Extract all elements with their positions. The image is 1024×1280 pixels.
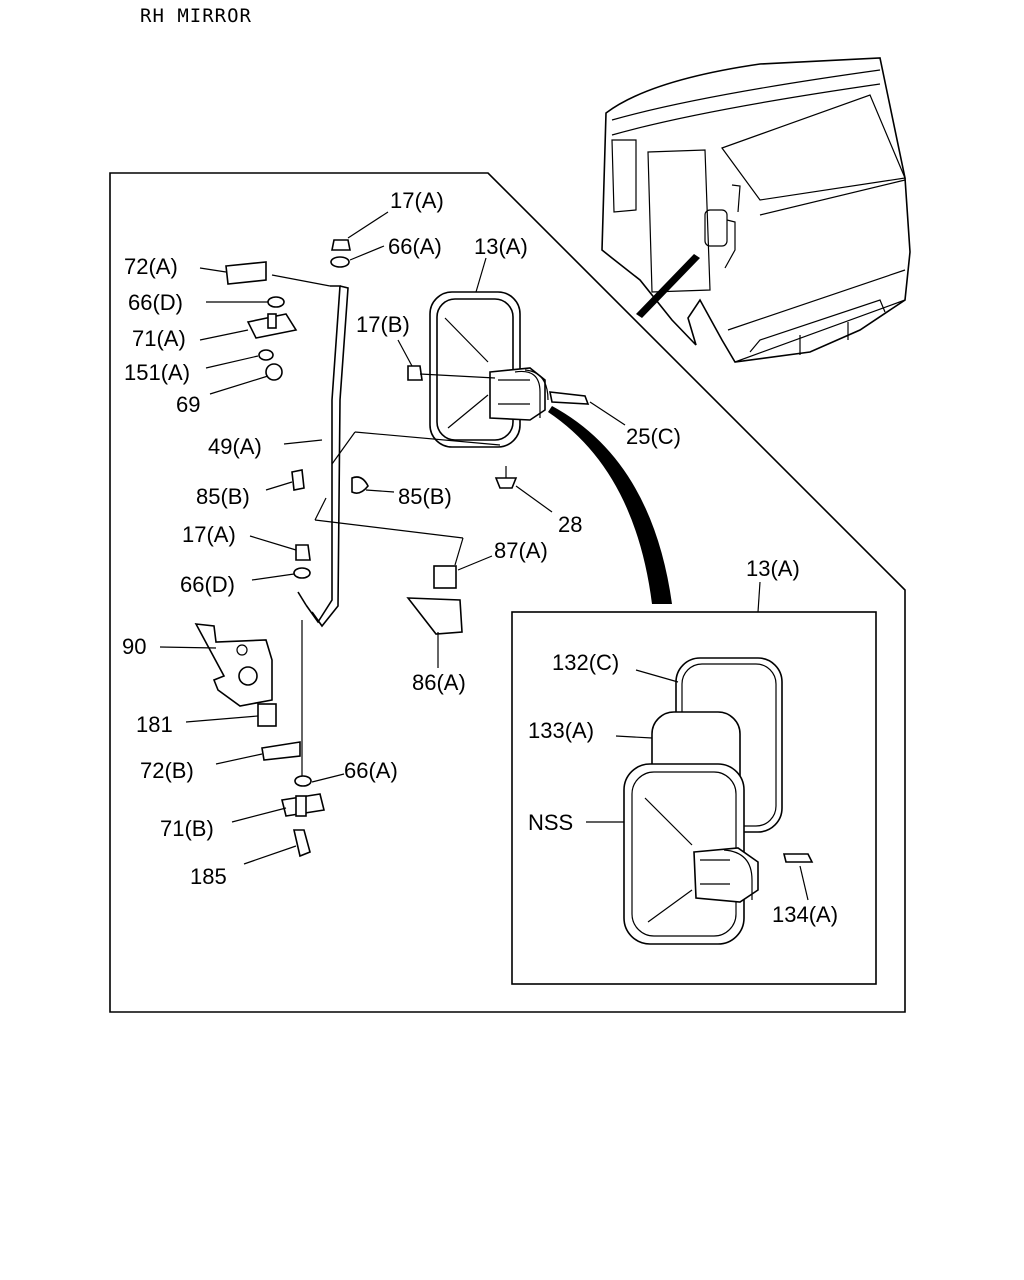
mirror-assembly	[429, 291, 549, 448]
callout-66a-bot: 66(A)	[344, 758, 398, 783]
page-title: RH MIRROR	[140, 5, 252, 27]
inset-mirror-parts	[623, 657, 814, 945]
main-frame	[109, 172, 906, 1013]
callout-134a: 134(A)	[772, 902, 838, 927]
callout-90: 90	[122, 634, 146, 659]
callout-28: 28	[558, 512, 582, 537]
callout-132c: 132(C)	[552, 650, 619, 675]
mirror-stay-rod	[271, 274, 501, 780]
callout-71a: 71(A)	[132, 326, 186, 351]
callout-87a: 87(A)	[494, 538, 548, 563]
callout-71b: 71(B)	[160, 816, 214, 841]
hardware-parts	[194, 239, 590, 858]
callout-66a-top: 66(A)	[388, 234, 442, 259]
pointer-arrow	[548, 406, 672, 604]
callout-181: 181	[136, 712, 173, 737]
callout-86a: 86(A)	[412, 670, 466, 695]
callout-66d-top: 66(D)	[128, 290, 183, 315]
callout-13a-top: 13(A)	[474, 234, 528, 259]
callout-151a: 151(A)	[124, 360, 190, 385]
truck-cab-illustration	[601, 57, 911, 363]
callout-17a-mid: 17(A)	[182, 522, 236, 547]
callout-72a: 72(A)	[124, 254, 178, 279]
leader-lines	[159, 211, 809, 901]
callout-185: 185	[190, 864, 227, 889]
callout-72b: 72(B)	[140, 758, 194, 783]
callout-17b: 17(B)	[356, 312, 410, 337]
callout-13a-inset: 13(A)	[746, 556, 800, 581]
inset-frame	[511, 611, 877, 985]
callout-17a-top: 17(A)	[390, 188, 444, 213]
callout-85b-left: 85(B)	[196, 484, 250, 509]
callout-49a: 49(A)	[208, 434, 262, 459]
callout-25c: 25(C)	[626, 424, 681, 449]
callout-69: 69	[176, 392, 200, 417]
callout-85b-right: 85(B)	[398, 484, 452, 509]
callout-nss: NSS	[528, 810, 573, 835]
callout-66d-mid: 66(D)	[180, 572, 235, 597]
callout-133a: 133(A)	[528, 718, 594, 743]
